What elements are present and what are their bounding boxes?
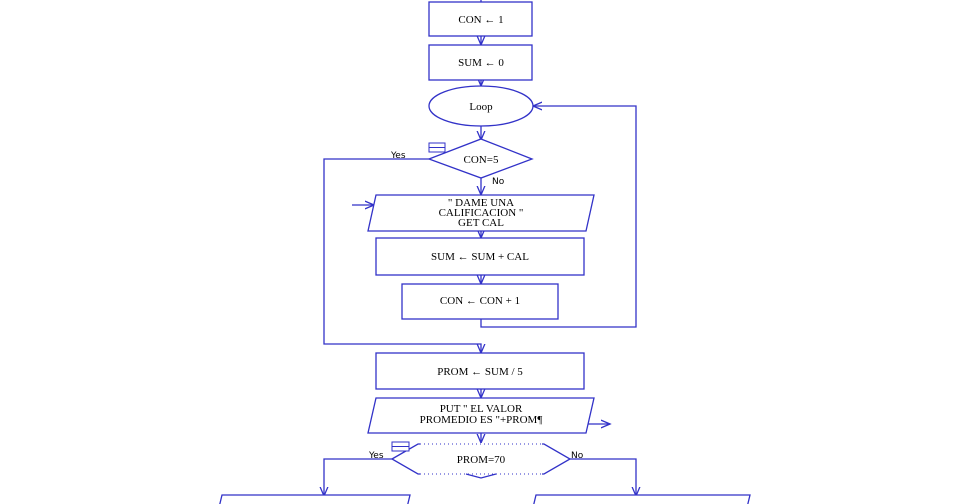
svg-text:Yes: Yes [390, 151, 406, 161]
input-calificacion: " DAME UNA CALIFICACION " GET CAL [367, 194, 595, 232]
svg-text:CON=5: CON=5 [464, 154, 499, 166]
svg-text:PROM=70: PROM=70 [457, 454, 506, 466]
svg-text:CON ← CON + 1: CON ← CON + 1 [440, 295, 520, 307]
output-no-branch [533, 494, 751, 504]
svg-text:SUM ← 0: SUM ← 0 [458, 57, 504, 69]
process-prom: PROM ← SUM / 5 [375, 352, 585, 390]
process-sum-update: SUM ← SUM + CAL [375, 237, 585, 276]
svg-text:" DAME UNA: " DAME UNA [448, 197, 514, 209]
output-promedio: PUT " EL VALOR PROMEDIO ES "+PROM¶ [367, 397, 595, 434]
svg-text:CON ← 1: CON ← 1 [458, 14, 503, 26]
svg-text:CALIFICACION ": CALIFICACION " [439, 207, 524, 219]
svg-text:PROMEDIO ES "+PROM¶: PROMEDIO ES "+PROM¶ [420, 414, 543, 426]
process-con-init: CON ← 1 [428, 1, 533, 37]
svg-text:SUM ← SUM + CAL: SUM ← SUM + CAL [431, 251, 529, 263]
svg-text:No: No [571, 451, 584, 461]
output-yes-branch [219, 494, 411, 504]
connectors [324, 0, 636, 496]
svg-text:PUT " EL VALOR: PUT " EL VALOR [440, 403, 523, 415]
decision-prom: PROM=70 Yes No [368, 441, 584, 479]
svg-text:PROM ← SUM / 5: PROM ← SUM / 5 [437, 366, 523, 378]
svg-text:GET CAL: GET CAL [458, 217, 504, 229]
svg-text:Yes: Yes [368, 451, 384, 461]
svg-text:Loop: Loop [469, 101, 493, 113]
decision-con: CON=5 Yes No [390, 138, 534, 187]
loop-node: Loop [428, 85, 534, 127]
process-con-update: CON ← CON + 1 [401, 283, 559, 320]
svg-text:No: No [492, 177, 505, 187]
process-sum-init: SUM ← 0 [428, 44, 533, 81]
